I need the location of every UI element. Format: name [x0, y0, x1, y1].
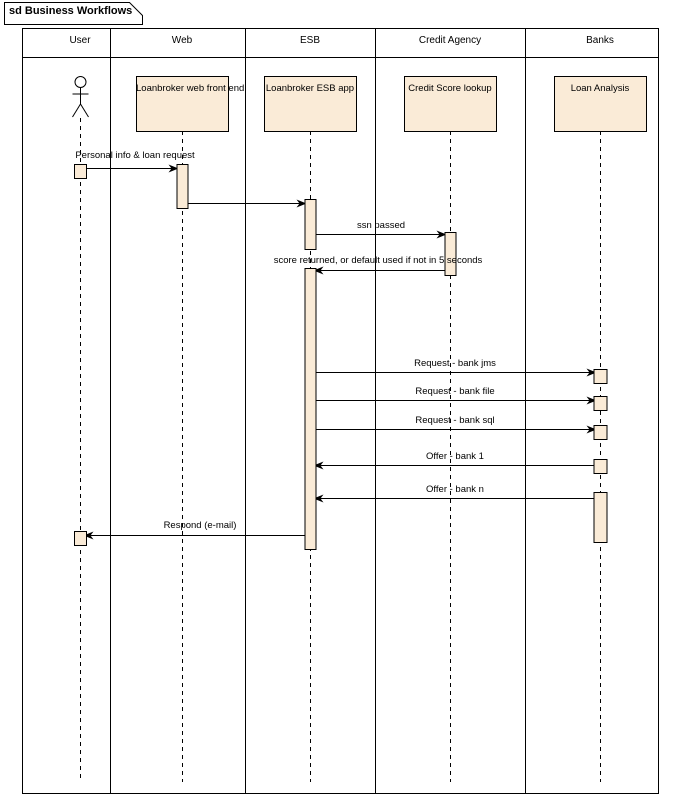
activation-a-bank-5[interactable]	[593, 492, 608, 543]
participant-box-banks[interactable]	[554, 76, 647, 132]
activation-a-web-1[interactable]	[176, 164, 189, 209]
column-header-esb: ESB	[299, 35, 321, 46]
frame-title-tab	[4, 2, 143, 25]
message-label-m10: Respond (e-mail)	[163, 520, 237, 531]
activation-a-bank-2[interactable]	[593, 396, 608, 411]
actor-head-icon	[74, 76, 87, 88]
messages	[83, 164, 597, 540]
message-label-m7: Request - bank sql	[415, 415, 495, 426]
activation-a-bank-1[interactable]	[593, 369, 608, 384]
message-label-m4: score returned, or default used if not i…	[273, 255, 483, 266]
message-label-m1: Personal info & loan request	[75, 150, 195, 161]
column-dividers	[22, 28, 658, 793]
activation-bars	[74, 164, 608, 550]
activation-a-bank-4[interactable]	[593, 459, 608, 474]
column-header-credit: Credit Agency	[418, 35, 482, 46]
message-label-m3: ssn passed	[356, 220, 406, 231]
message-label-m9: Offer - bank n	[426, 484, 484, 495]
activation-a-bank-3[interactable]	[593, 425, 608, 440]
participant-label-web: Loanbroker web front end	[136, 83, 245, 94]
message-label-m8: Offer - bank 1	[426, 451, 484, 462]
actor-figure-icon	[72, 76, 89, 118]
participant-label-credit: Credit Score lookup	[408, 83, 492, 94]
column-header-web: Web	[171, 35, 193, 46]
message-label-m5: Request - bank jms	[414, 358, 496, 369]
activation-a-esb-1[interactable]	[304, 199, 317, 250]
participant-boxes	[136, 76, 647, 132]
frame-border	[22, 28, 659, 794]
activation-a-user-1[interactable]	[74, 164, 87, 179]
activation-a-credit-1[interactable]	[444, 232, 457, 276]
frame-title: sd Business Workflows	[9, 5, 133, 17]
diagram-frame	[4, 2, 659, 794]
activation-a-esb-2[interactable]	[304, 268, 317, 550]
column-header-banks: Banks	[586, 35, 614, 46]
column-header-user: User	[69, 35, 91, 46]
participant-label-banks: Loan Analysis	[570, 83, 630, 94]
participant-box-esb[interactable]	[264, 76, 357, 132]
lifelines	[80, 118, 601, 782]
participant-box-credit[interactable]	[404, 76, 497, 132]
participant-label-esb: Loanbroker ESB app	[265, 83, 355, 94]
actor-leg-left-icon	[72, 103, 81, 118]
message-label-m6: Request - bank file	[415, 386, 495, 397]
activation-a-user-2[interactable]	[74, 531, 87, 546]
participant-box-web[interactable]	[136, 76, 229, 132]
actor-leg-right-icon	[80, 103, 89, 118]
